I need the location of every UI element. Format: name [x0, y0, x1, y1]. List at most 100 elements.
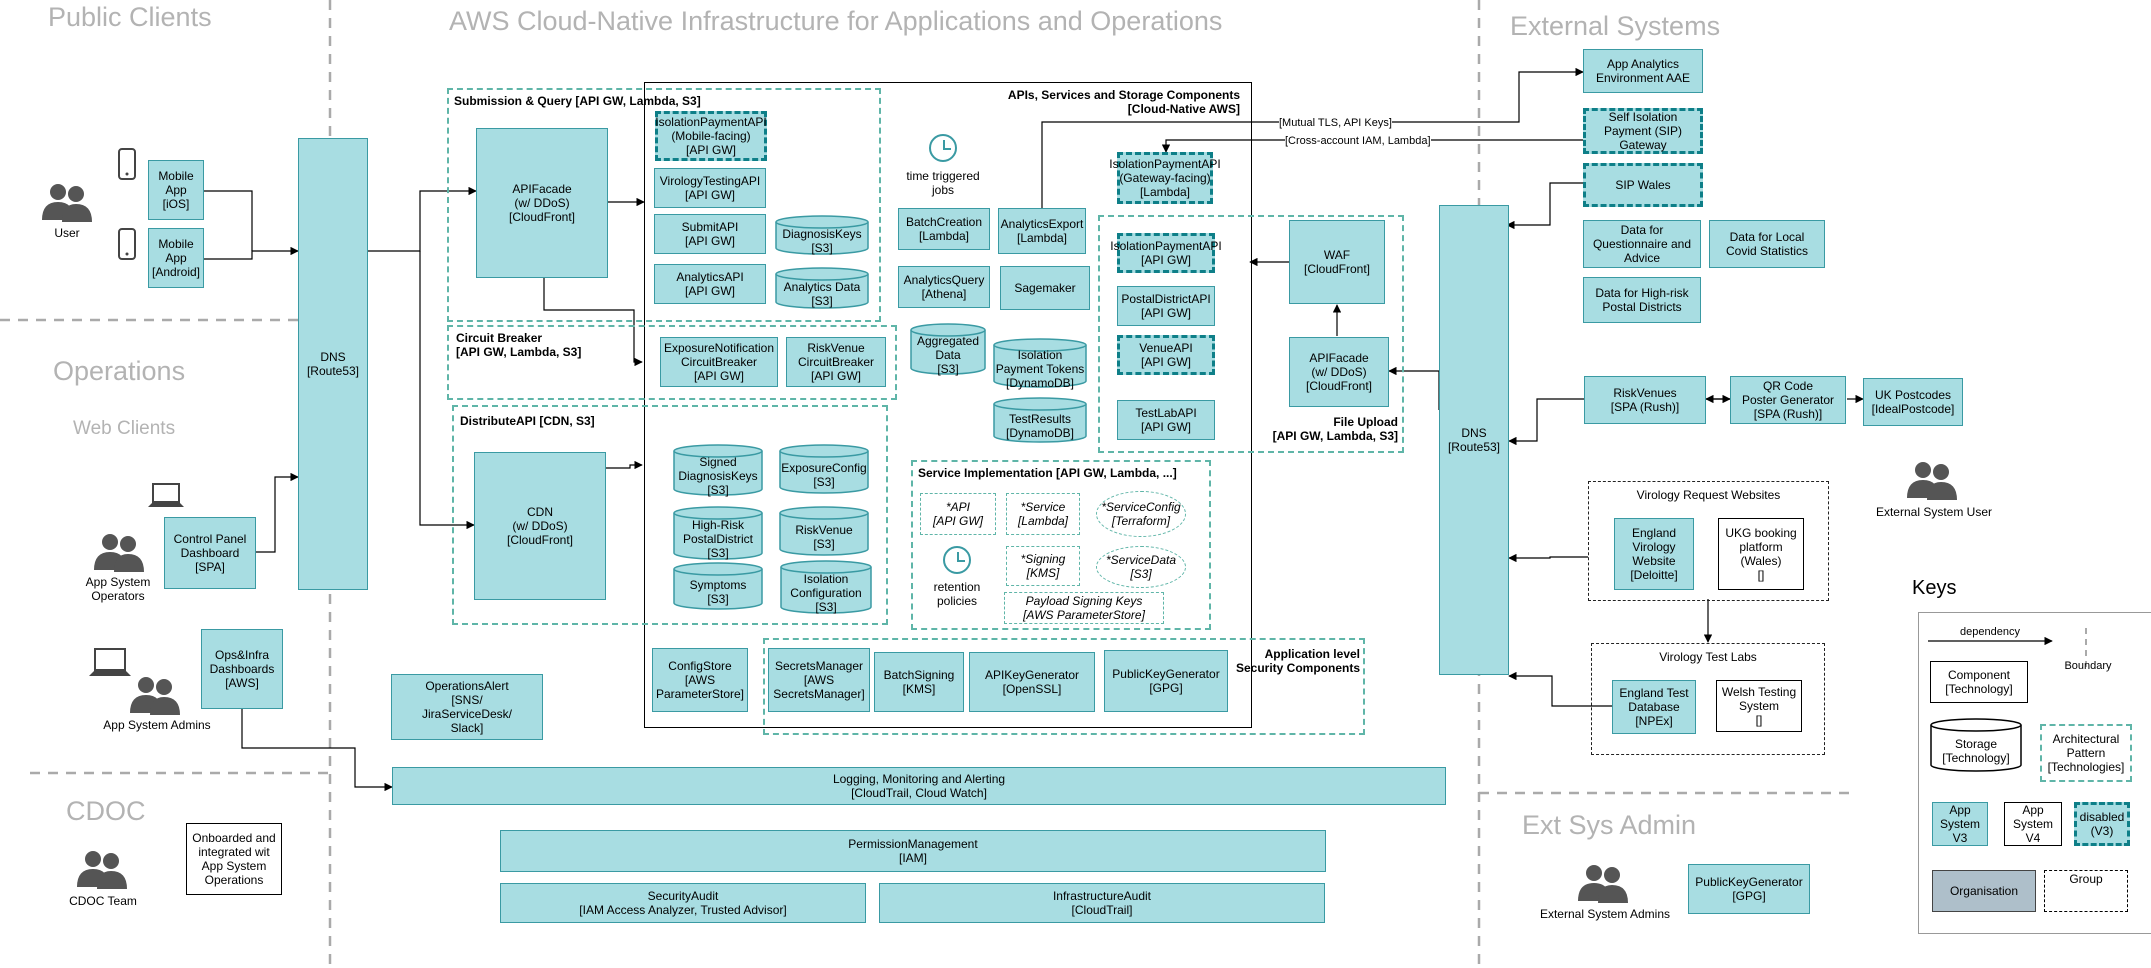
key-architectural-pattern: Architectural Pattern [Technologies] — [2040, 724, 2132, 782]
isolation-payment-api[interactable]: IsolationPaymentAPI [API GW] — [1110, 233, 1222, 273]
infrastructure-audit[interactable]: InfrastructureAudit [CloudTrail] — [879, 883, 1325, 923]
group-service-implementation — [911, 460, 1211, 630]
high-risk-postal-district-storage[interactable]: High-Risk PostalDistrict [S3] — [673, 506, 763, 560]
isolation-payment-tokens-storage[interactable]: Isolation Payment Tokens [DynamoDB] — [993, 338, 1087, 390]
welsh-testing-system[interactable]: Welsh Testing System [] — [1716, 680, 1802, 732]
impl-service-config-pattern: *ServiceConfig [Terraform] — [1096, 491, 1186, 537]
data-questionnaire-advice[interactable]: Data for Questionnaire and Advice — [1583, 220, 1701, 268]
clock-icon — [943, 546, 971, 574]
retention-policies: retention policies — [933, 580, 981, 608]
venue-api[interactable]: VenueAPI [API GW] — [1117, 335, 1215, 375]
isolation-configuration-storage[interactable]: Isolation Configuration [S3] — [780, 560, 872, 614]
analytics-query-athena[interactable]: AnalyticsQuery [Athena] — [898, 266, 990, 308]
ops-infra-dashboards[interactable]: Ops&Infra Dashboards [AWS] — [201, 629, 283, 709]
actor-external-admins-label: External System Admins — [1539, 907, 1671, 921]
public-key-generator[interactable]: PublicKeyGenerator [GPG] — [1104, 650, 1228, 712]
risk-venue-storage[interactable]: RiskVenue [S3] — [779, 506, 869, 556]
actor-operators-label: App System Operators — [85, 575, 151, 603]
england-test-database[interactable]: England Test Database [NPEx] — [1612, 680, 1696, 734]
laptop-icon — [89, 648, 131, 678]
edge-label-mutual-tls: [Mutual TLS, API Keys] — [1279, 116, 1392, 130]
security-audit[interactable]: SecurityAudit [IAM Access Analyzer, Trus… — [500, 883, 866, 923]
high-risk-postal-district-label: High-Risk PostalDistrict [S3] — [682, 518, 753, 560]
mobile-app-ios[interactable]: Mobile App [iOS] — [148, 160, 204, 220]
aggregated-data-label: Aggregated Data [S3] — [916, 334, 980, 376]
group-service-impl-title: Service Implementation [API GW, Lambda, … — [918, 466, 1177, 480]
sip-gateway[interactable]: Self Isolation Payment (SIP) Gateway — [1583, 108, 1703, 154]
submit-api[interactable]: SubmitAPI [API GW] — [654, 214, 766, 254]
permission-management[interactable]: PermissionManagement [IAM] — [500, 830, 1326, 872]
config-store[interactable]: ConfigStore [AWS ParameterStore] — [652, 648, 748, 712]
mobile-app-android[interactable]: Mobile App [Android] — [148, 228, 204, 288]
logging-monitoring-alerting[interactable]: Logging, Monitoring and Alerting [CloudT… — [392, 767, 1446, 805]
actor-external-user-label: External System User — [1875, 505, 1993, 519]
secrets-manager[interactable]: SecretsManager [AWS SecretsManager] — [768, 648, 870, 712]
impl-service-data-pattern: *ServiceData [S3] — [1096, 546, 1186, 588]
uk-postcodes[interactable]: UK Postcodes [IdealPostcode] — [1863, 378, 1963, 426]
zone-cdoc: CDOC — [66, 796, 146, 826]
dns-route53-external[interactable]: DNS [Route53] — [1439, 205, 1509, 675]
exposure-config-storage[interactable]: ExposureConfig [S3] — [779, 444, 869, 494]
risk-venue-circuit-breaker[interactable]: RiskVenue CircuitBreaker [API GW] — [786, 337, 886, 387]
sip-wales[interactable]: SIP Wales — [1583, 163, 1703, 207]
api-facade-cloudfront[interactable]: APIFacade (w/ DDoS) [CloudFront] — [476, 128, 608, 278]
impl-api-pattern: *API [API GW] — [920, 493, 996, 535]
group-virology-websites-title: Virology Request Websites — [1636, 488, 1781, 502]
test-results-storage[interactable]: TestResults [DynamoDB] — [993, 397, 1087, 443]
group-virology-labs-title: Virology Test Labs — [1659, 650, 1757, 664]
testlab-api[interactable]: TestLabAPI [API GW] — [1117, 400, 1215, 440]
actor-user-label: User — [54, 226, 80, 240]
key-component: Component [Technology] — [1930, 661, 2028, 703]
key-storage-label: Storage [Technology] — [1942, 737, 2010, 765]
keys-legend — [1918, 612, 2151, 934]
isolation-payment-api-gateway-facing[interactable]: IsolationPaymentAPI (Gateway-facing) [La… — [1109, 152, 1221, 204]
impl-service-pattern: *Service [Lambda] — [1006, 493, 1080, 535]
key-group: Group — [2044, 870, 2128, 912]
aggregated-data-storage[interactable]: Aggregated Data [S3] — [910, 323, 986, 376]
public-key-generator-external[interactable]: PublicKeyGenerator [GPG] — [1688, 864, 1810, 914]
symptoms-storage[interactable]: Symptoms [S3] — [673, 562, 763, 610]
api-facade-file-upload[interactable]: APIFacade (w/ DDoS) [CloudFront] — [1289, 337, 1389, 407]
key-app-system-v4: App System V4 — [2004, 802, 2062, 846]
payload-signing-keys: Payload Signing Keys [AWS ParameterStore… — [1004, 592, 1164, 624]
zone-external-systems: External Systems — [1510, 11, 1721, 41]
control-panel-dashboard[interactable]: Control Panel Dashboard [SPA] — [164, 517, 256, 589]
analytics-export-lambda[interactable]: AnalyticsExport [Lambda] — [998, 208, 1086, 254]
data-high-risk-postal-districts[interactable]: Data for High-risk Postal Districts — [1583, 277, 1701, 323]
keys-title: Keys — [1912, 577, 1957, 599]
dns-route53[interactable]: DNS [Route53] — [298, 138, 368, 590]
signed-diagnosis-keys-label: Signed DiagnosisKeys [S3] — [678, 455, 758, 497]
exposure-notification-circuit-breaker[interactable]: ExposureNotification CircuitBreaker [API… — [660, 337, 778, 387]
signed-diagnosis-keys-storage[interactable]: Signed DiagnosisKeys [S3] — [673, 444, 763, 497]
group-submission-query — [447, 88, 881, 322]
analytics-api[interactable]: AnalyticsAPI [API GW] — [654, 264, 766, 304]
clock-icon — [929, 134, 957, 162]
diagnosis-keys-storage[interactable]: DiagnosisKeys [S3] — [775, 215, 869, 255]
ukg-booking-platform[interactable]: UKG booking platform (Wales) [] — [1718, 518, 1804, 590]
risk-venues-spa[interactable]: RiskVenues [SPA (Rush)] — [1584, 376, 1706, 424]
admins-icon — [128, 675, 182, 715]
group-submission-title: Submission & Query [API GW, Lambda, S3] — [454, 94, 701, 108]
app-analytics-environment[interactable]: App Analytics Environment AAE — [1583, 49, 1703, 93]
cdn-cloudfront[interactable]: CDN (w/ DDoS) [CloudFront] — [474, 452, 606, 600]
qr-code-poster-generator[interactable]: QR Code Poster Generator [SPA (Rush)] — [1730, 376, 1846, 424]
group-distribute-title: DistributeAPI [CDN, S3] — [460, 414, 595, 428]
sagemaker[interactable]: Sagemaker — [1000, 266, 1090, 310]
england-virology-website[interactable]: England Virology Website [Deloitte] — [1614, 518, 1694, 590]
api-key-generator[interactable]: APIKeyGenerator [OpenSSL] — [969, 652, 1095, 712]
key-app-system-v3: App System V3 — [1932, 802, 1988, 846]
virology-testing-api[interactable]: VirologyTestingAPI [API GW] — [654, 168, 766, 208]
isolation-configuration-label: Isolation Configuration [S3] — [790, 572, 862, 614]
batch-creation-lambda[interactable]: BatchCreation [Lambda] — [898, 208, 990, 250]
data-local-covid-statistics[interactable]: Data for Local Covid Statistics — [1709, 220, 1825, 268]
isolation-payment-api-mobile[interactable]: IsolationPaymentAPI (Mobile-facing) [API… — [655, 111, 767, 161]
postal-district-api[interactable]: PostalDistrictAPI [API GW] — [1117, 286, 1215, 326]
analytics-data-storage[interactable]: Analytics Data [S3] — [775, 267, 869, 309]
zone-ext-sys-admin: Ext Sys Admin — [1522, 810, 1697, 840]
batch-signing-kms[interactable]: BatchSigning [KMS] — [874, 652, 964, 712]
operations-alert[interactable]: OperationsAlert [SNS/ JiraServiceDesk/ S… — [391, 674, 543, 740]
group-circuit-breaker — [447, 325, 897, 400]
zone-aws-title: AWS Cloud-Native Infrastructure for Appl… — [449, 6, 1223, 36]
waf-cloudfront[interactable]: WAF [CloudFront] — [1289, 220, 1385, 304]
